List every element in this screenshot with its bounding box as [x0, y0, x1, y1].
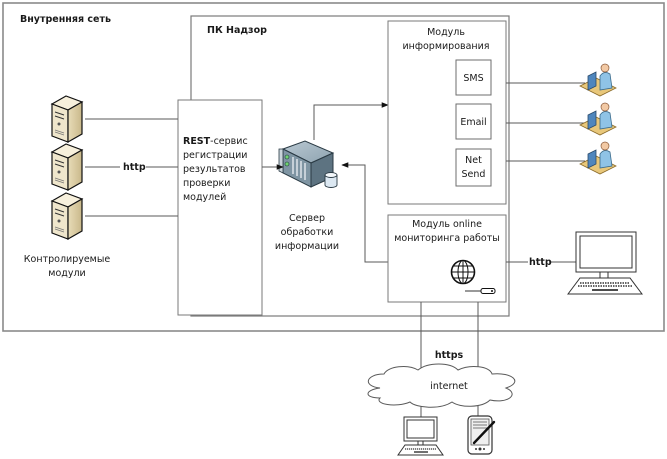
- controlled-modules-label: Контролируемые: [24, 254, 111, 265]
- system-title: ПК Надзор: [207, 25, 267, 36]
- rest-line: проверки: [183, 178, 230, 189]
- channel-sms: SMS: [455, 59, 492, 96]
- module-connections: [85, 118, 178, 217]
- flow-arrows: [262, 102, 389, 263]
- controlled-modules-label: модули: [48, 268, 85, 279]
- desktop-computer-icon: [567, 231, 643, 295]
- monitor-protocol-label: http: [529, 257, 552, 268]
- external-client-pda: [467, 415, 496, 455]
- processing-server-label: Сервер: [289, 213, 325, 224]
- rest-line: регистрации: [183, 150, 247, 161]
- operator-workstation-icon: [579, 141, 617, 175]
- globe-icon: [450, 259, 476, 285]
- controlled-module-2: [50, 143, 84, 192]
- tower-server-icon: [50, 192, 84, 241]
- rest-title-suffix: -сервис: [210, 136, 248, 147]
- stylus-icon: [472, 420, 496, 445]
- database-icon: [324, 172, 338, 188]
- tower-server-icon: [50, 143, 84, 192]
- monitoring-to-server-arrow: [341, 162, 388, 263]
- svg-text:Email: Email: [460, 117, 486, 128]
- svg-text:Net: Net: [465, 155, 482, 166]
- modules-protocol-label: http: [123, 162, 146, 173]
- informing-title: Модуль: [427, 27, 465, 38]
- tower-server-icon: [50, 95, 84, 144]
- internal-network-title: Внутренняя сеть: [20, 14, 111, 25]
- channel-net-send: Net Send: [455, 148, 492, 187]
- informing-title: информирования: [402, 41, 489, 52]
- operator-workstation-icon: [579, 63, 617, 97]
- svg-text:SMS: SMS: [463, 73, 483, 84]
- local-client: [567, 231, 643, 295]
- monitoring-title: мониторинга работы: [394, 233, 500, 244]
- controlled-module-1: [50, 95, 84, 144]
- rest-line: результатов: [183, 164, 246, 175]
- processing-server-label: информации: [275, 241, 339, 252]
- server-to-informing-arrow: [313, 102, 389, 140]
- controlled-module-3: [50, 192, 84, 241]
- processing-server: [278, 140, 338, 188]
- operator-1: [579, 63, 617, 97]
- operator-connections: [506, 82, 585, 162]
- pda-tablet-icon: [467, 415, 496, 455]
- svg-text:REST-сервис: REST-сервис: [183, 136, 248, 147]
- channel-email: Email: [455, 103, 492, 140]
- internet-protocol-label: https: [435, 350, 464, 361]
- svg-text:Send: Send: [462, 169, 486, 180]
- monitoring-title: Модуль online: [412, 219, 482, 230]
- internet-cloud: internet: [367, 363, 516, 408]
- desktop-computer-icon: [397, 416, 444, 456]
- operator-2: [579, 102, 617, 136]
- operator-3: [579, 141, 617, 175]
- operator-workstation-icon: [579, 102, 617, 136]
- rest-title-bold: REST: [183, 136, 211, 147]
- processing-server-label: обработки: [281, 227, 334, 238]
- external-client-desktop: [397, 416, 444, 456]
- rest-line: модулей: [183, 192, 226, 203]
- connector-plug-icon: [465, 288, 496, 294]
- monitoring-module: Модуль online мониторинга работы: [387, 214, 507, 303]
- internal-network-zone: [2, 2, 665, 332]
- rest-service-box: REST-сервис регистрации результатов пров…: [177, 99, 263, 316]
- internet-label: internet: [430, 381, 468, 392]
